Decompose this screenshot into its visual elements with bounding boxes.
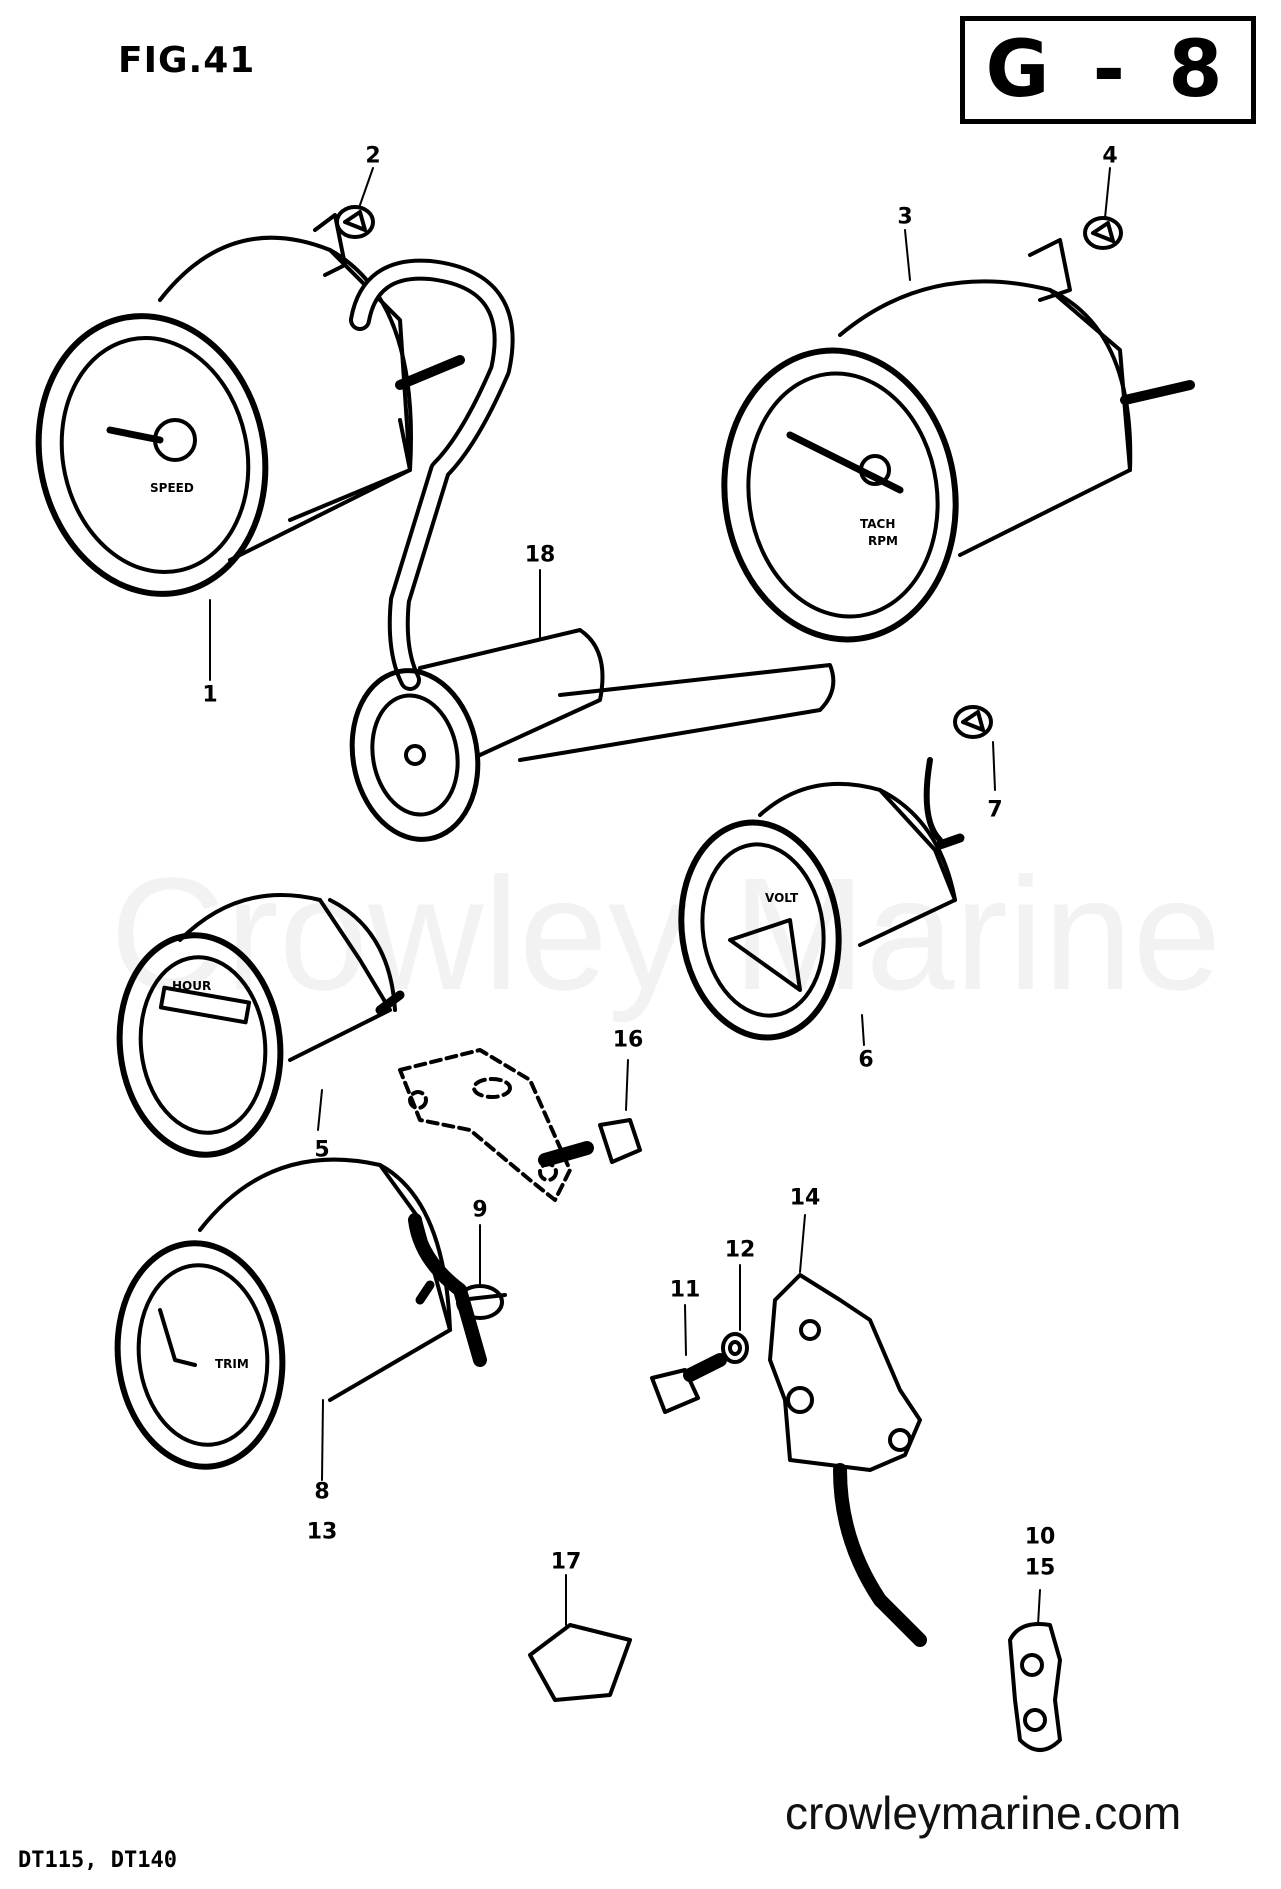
- trim-dial-label: TRIM: [215, 1357, 249, 1371]
- tachometer-gauge: TACH RPM: [721, 238, 1195, 643]
- leader-lines: [209, 167, 1111, 1626]
- speedometer-gauge: SPEED: [35, 213, 465, 597]
- figure-title: FIG.41: [118, 40, 256, 81]
- clip-part-10-15: [1008, 1622, 1062, 1752]
- callout-1: 1: [202, 682, 218, 708]
- hour-meter-gauge: HOUR: [116, 893, 405, 1158]
- callout-7: 7: [987, 797, 1003, 823]
- trim-sender: [768, 1273, 927, 1647]
- bulb-part-2: [335, 205, 375, 239]
- bulb-part-7: [953, 705, 993, 739]
- hour-dial-label: HOUR: [172, 979, 211, 993]
- callout-12: 12: [724, 1237, 756, 1263]
- callout-18: 18: [524, 542, 556, 568]
- speed-dial-label: SPEED: [150, 481, 194, 495]
- callout-4: 4: [1102, 143, 1118, 169]
- speedo-pickup: [349, 628, 836, 842]
- voltmeter-gauge: VOLT: [678, 757, 965, 1041]
- mount-bracket: [398, 1048, 572, 1202]
- washer-part-12: [721, 1332, 749, 1364]
- model-footer: DT115, DT140: [18, 1848, 177, 1873]
- bulb-part-4: [1083, 216, 1123, 250]
- watermark: Crowley Marine: [110, 844, 1222, 1023]
- callout-17: 17: [550, 1549, 582, 1575]
- section-code: G - 8: [960, 16, 1256, 124]
- grease-packet-part-17: [528, 1623, 632, 1702]
- callout-5: 5: [314, 1137, 330, 1163]
- callout-10: 10: [1024, 1524, 1056, 1550]
- trim-meter-gauge: TRIM: [114, 1157, 487, 1470]
- callout-11: 11: [669, 1277, 701, 1303]
- callout-6: 6: [858, 1047, 874, 1073]
- tach-dial-label-2: RPM: [868, 534, 898, 548]
- callout-9: 9: [472, 1197, 488, 1223]
- bolt-part-11: [650, 1353, 727, 1414]
- callout-15: 15: [1024, 1555, 1056, 1581]
- callout-2: 2: [365, 143, 381, 169]
- volt-dial-label: VOLT: [765, 891, 799, 905]
- callout-16: 16: [612, 1027, 644, 1053]
- callout-14: 14: [789, 1185, 821, 1211]
- callout-8: 8: [314, 1479, 330, 1505]
- website-footer: crowleymarine.com: [785, 1787, 1182, 1839]
- callout-13: 13: [306, 1519, 338, 1545]
- tach-dial-label-1: TACH: [860, 517, 895, 531]
- bolt-part-16: [538, 1118, 642, 1167]
- callout-3: 3: [897, 204, 913, 230]
